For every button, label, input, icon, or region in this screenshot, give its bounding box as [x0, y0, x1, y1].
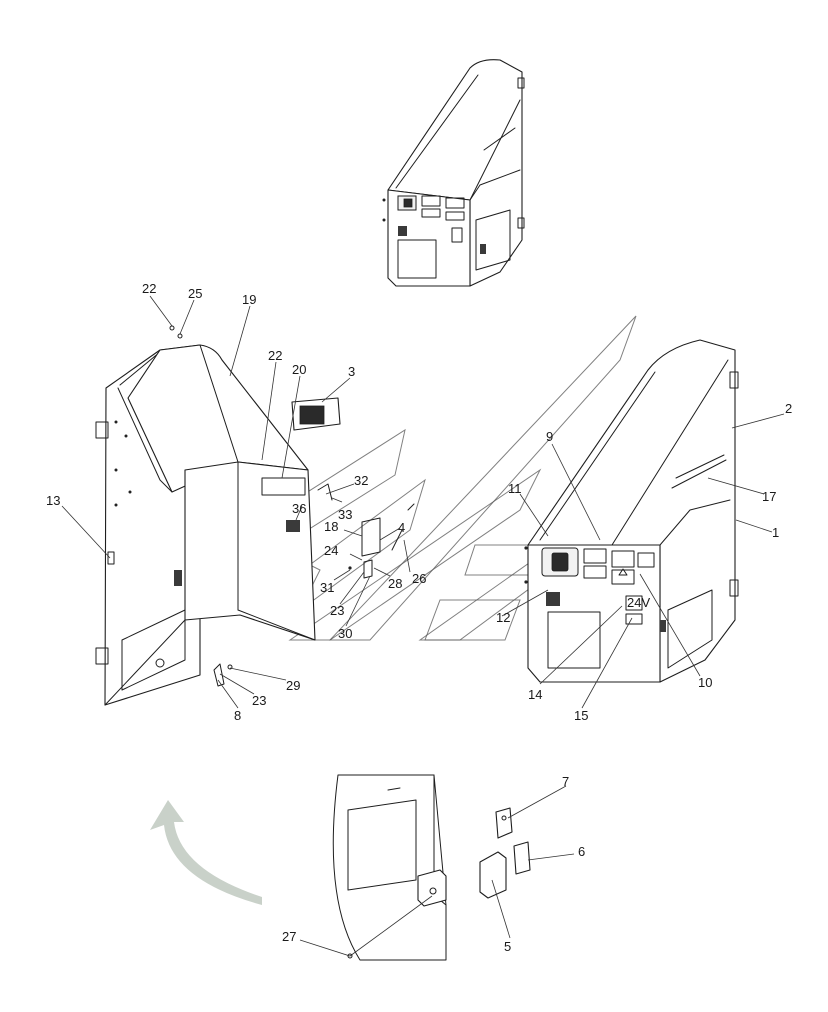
callout-36: 36 — [292, 501, 306, 516]
rotate-arrow-icon — [150, 800, 262, 905]
callout-1: 1 — [772, 525, 779, 540]
callout-20: 20 — [292, 362, 306, 377]
callout-12: 12 — [496, 610, 510, 625]
callout-13: 13 — [46, 493, 60, 508]
callout-27: 27 — [282, 929, 296, 944]
callout-6: 6 — [578, 844, 585, 859]
callout-33: 33 — [338, 507, 352, 522]
hinge-detail — [332, 774, 531, 961]
callout-26: 26 — [412, 571, 426, 586]
callout-4: 4 — [398, 520, 405, 535]
callout-18: 18 — [324, 519, 338, 534]
callout-28: 28 — [388, 576, 402, 591]
callout-9: 9 — [546, 429, 553, 444]
leader-lines — [61, 295, 785, 959]
callout-23: 23 — [330, 603, 344, 618]
callout-8: 8 — [234, 708, 241, 723]
label-24v: 24V — [627, 595, 650, 610]
callout-22: 22 — [268, 348, 282, 363]
callout-14: 14 — [528, 687, 542, 702]
enclosure-right-assembled: 24V — [524, 339, 739, 683]
callout-25: 25 — [188, 286, 202, 301]
enclosure-left-exploded — [95, 344, 341, 706]
callout-31: 31 — [320, 580, 334, 595]
callout-15: 15 — [574, 708, 588, 723]
callout-24: 24 — [324, 543, 338, 558]
callout-29: 29 — [286, 678, 300, 693]
callout-11: 11 — [508, 481, 522, 496]
enclosure-top-view — [382, 59, 525, 287]
callout-3: 3 — [348, 364, 355, 379]
latch-hardware — [169, 325, 415, 670]
callout-22: 22 — [142, 281, 156, 296]
callout-7: 7 — [562, 774, 569, 789]
callout-23: 23 — [252, 693, 266, 708]
callout-17: 17 — [762, 489, 776, 504]
callout-30: 30 — [338, 626, 352, 641]
callout-5: 5 — [504, 939, 511, 954]
callout-labels: 22 25 19 22 20 3 2 9 13 32 36 33 18 4 11… — [46, 281, 792, 954]
callout-2: 2 — [785, 401, 792, 416]
callout-10: 10 — [698, 675, 712, 690]
callout-32: 32 — [354, 473, 368, 488]
callout-19: 19 — [242, 292, 256, 307]
